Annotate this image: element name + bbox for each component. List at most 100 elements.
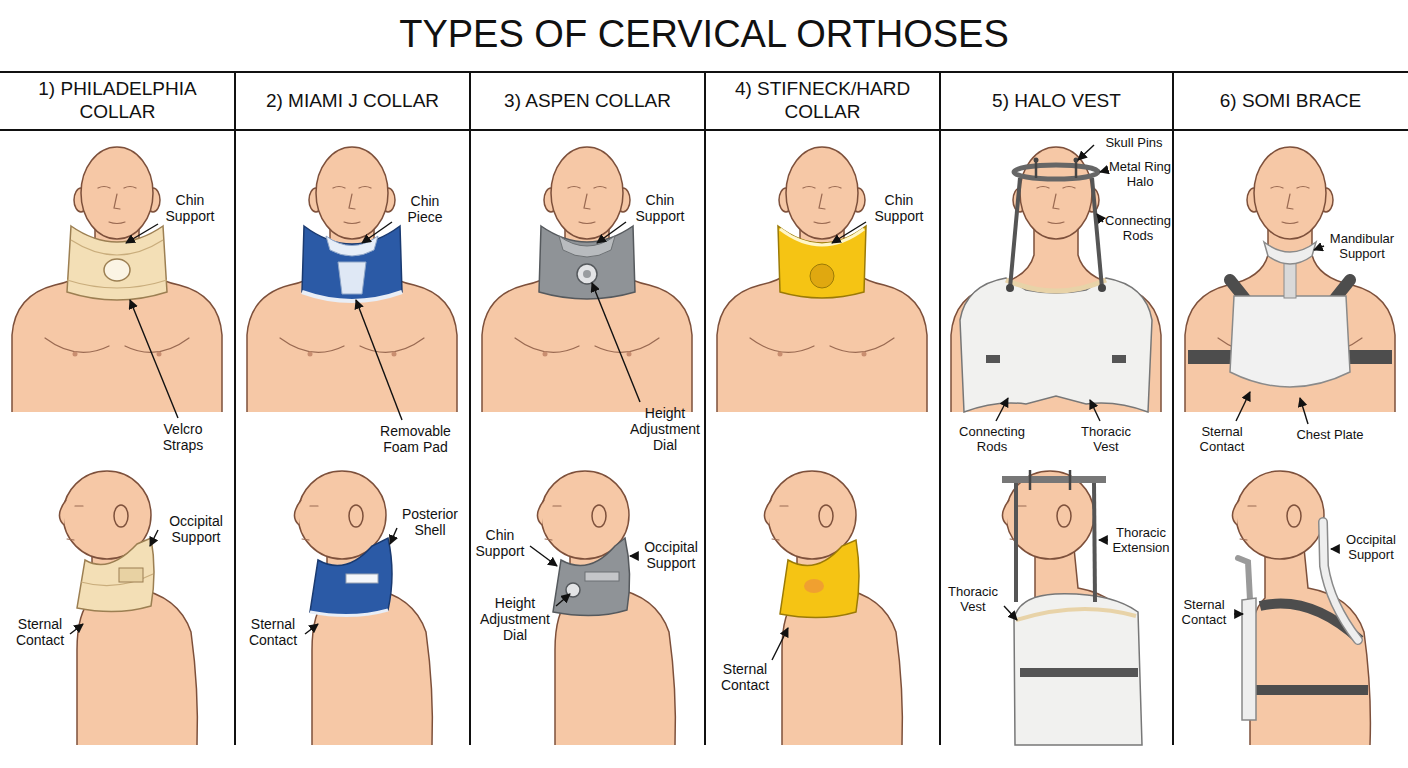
part-label: Chin Support — [472, 528, 528, 560]
column-header: 3) ASPEN COLLAR — [471, 73, 704, 129]
figures-part — [247, 147, 457, 412]
leader-lines-part — [1097, 214, 1103, 222]
leader-lines-part — [630, 555, 638, 556]
part-label: Chin Support — [158, 193, 222, 225]
philadelphia-collar-part — [67, 226, 167, 300]
halo-vest-side-part — [1029, 470, 1032, 490]
column-header: 5) HALO VEST — [941, 73, 1172, 129]
figures — [12, 147, 1395, 745]
leader-lines-part — [597, 222, 626, 243]
halo-vest-part — [960, 278, 1152, 412]
leader-lines-part — [356, 300, 402, 420]
philadelphia-collar-side — [77, 538, 154, 612]
column-header: 4) STIFNECK/HARD COLLAR — [706, 73, 939, 129]
part-label: Thoracic Vest — [1070, 425, 1142, 455]
part-label: Occipital Support — [160, 514, 232, 546]
leader-lines-part — [772, 628, 788, 660]
figures-part — [482, 147, 692, 412]
table-lines-part — [234, 72, 236, 745]
somi-brace-side-part — [1238, 558, 1250, 600]
aspen-collar-part — [559, 236, 615, 257]
somi-brace-part — [1230, 296, 1350, 387]
part-label: Height Adjustment Dial — [626, 406, 704, 454]
table-lines-part — [1172, 72, 1174, 745]
somi-brace-side-part — [1252, 685, 1368, 695]
part-label: Thoracic Vest — [944, 585, 1002, 615]
miami-j-collar-side-part — [310, 610, 388, 616]
halo-vest-part — [1010, 178, 1020, 288]
aspen-collar-side — [553, 538, 630, 616]
philadelphia-collar-side-part — [77, 538, 154, 612]
table-lines-part — [469, 72, 471, 745]
stifneck-collar-side-part — [804, 579, 824, 593]
stifneck-collar-side-part — [780, 540, 859, 618]
philadelphia-collar-side-part — [119, 568, 143, 582]
leader-lines-part — [150, 530, 158, 546]
figures-part — [537, 471, 675, 745]
halo-vest-side-part — [1069, 470, 1072, 490]
part-label: Posterior Shell — [398, 507, 462, 539]
halo-vest-part — [1075, 160, 1078, 178]
leader-lines-part — [1004, 606, 1017, 620]
header-text: 1) PHILADELPHIA COLLAR — [11, 78, 224, 124]
philadelphia-collar — [67, 226, 167, 300]
part-label: Sternal Contact — [243, 617, 303, 649]
leader-lines-part — [305, 624, 318, 634]
miami-j-collar-side-part — [310, 538, 392, 616]
header-text: 3) ASPEN COLLAR — [504, 90, 671, 113]
halo-vest-part — [986, 355, 1000, 363]
header-text: 6) SOMI BRACE — [1220, 90, 1361, 113]
leader-lines-part — [530, 546, 557, 566]
header-text: 2) MIAMI J COLLAR — [266, 90, 439, 113]
aspen-collar — [539, 226, 635, 299]
part-label: Chin Support — [628, 193, 692, 225]
miami-j-collar — [302, 226, 402, 301]
halo-vest-part — [1098, 284, 1106, 292]
part-label: Chin Support — [868, 193, 930, 225]
leader-lines-part — [130, 300, 178, 418]
leader-lines-part — [1100, 170, 1107, 172]
stifneck-collar — [778, 226, 866, 298]
halo-vest-side-part — [1094, 482, 1095, 602]
stifneck-collar-part — [810, 264, 834, 288]
halo-vest — [960, 158, 1152, 413]
philadelphia-collar-part — [104, 259, 130, 281]
column-header: 2) MIAMI J COLLAR — [236, 73, 469, 129]
stifneck-collar-part — [778, 226, 866, 298]
leader-lines-part — [1234, 613, 1243, 614]
philadelphia-collar-part — [67, 240, 167, 288]
part-label: Mandibular Support — [1326, 232, 1398, 262]
leader-lines-part — [832, 222, 866, 243]
aspen-collar-part — [577, 264, 597, 284]
aspen-collar-side-part — [585, 572, 619, 581]
figures-part — [764, 471, 902, 745]
leader-lines-part — [1314, 246, 1324, 250]
halo-vest-side-part — [1002, 476, 1106, 483]
figures-part — [1232, 471, 1370, 745]
table-lines-part — [704, 72, 706, 745]
part-label: Sternal Contact — [1192, 425, 1252, 455]
part-label: Skull Pins — [1098, 136, 1170, 151]
halo-vest-side-part — [1016, 609, 1136, 620]
somi-brace — [1188, 242, 1392, 387]
miami-j-collar-part — [302, 292, 402, 301]
figures-part — [59, 471, 197, 745]
somi-brace-part — [1188, 350, 1232, 364]
halo-vest-part — [1006, 280, 1106, 291]
leader-lines — [70, 145, 1338, 660]
halo-vest-part — [1014, 165, 1098, 179]
aspen-collar-part — [539, 226, 635, 299]
miami-j-collar-part — [302, 226, 402, 301]
part-label: Sternal Contact — [1176, 598, 1232, 628]
part-label: Occipital Support — [1340, 533, 1402, 563]
column-header: 6) SOMI BRACE — [1174, 73, 1407, 129]
part-label: Sternal Contact — [712, 662, 778, 694]
part-label: Height Adjustment Dial — [476, 596, 554, 644]
leader-lines-part — [1300, 398, 1308, 424]
halo-vest-part — [1112, 355, 1126, 363]
column-header: 1) PHILADELPHIA COLLAR — [1, 73, 234, 129]
miami-j-collar-part — [326, 236, 378, 256]
